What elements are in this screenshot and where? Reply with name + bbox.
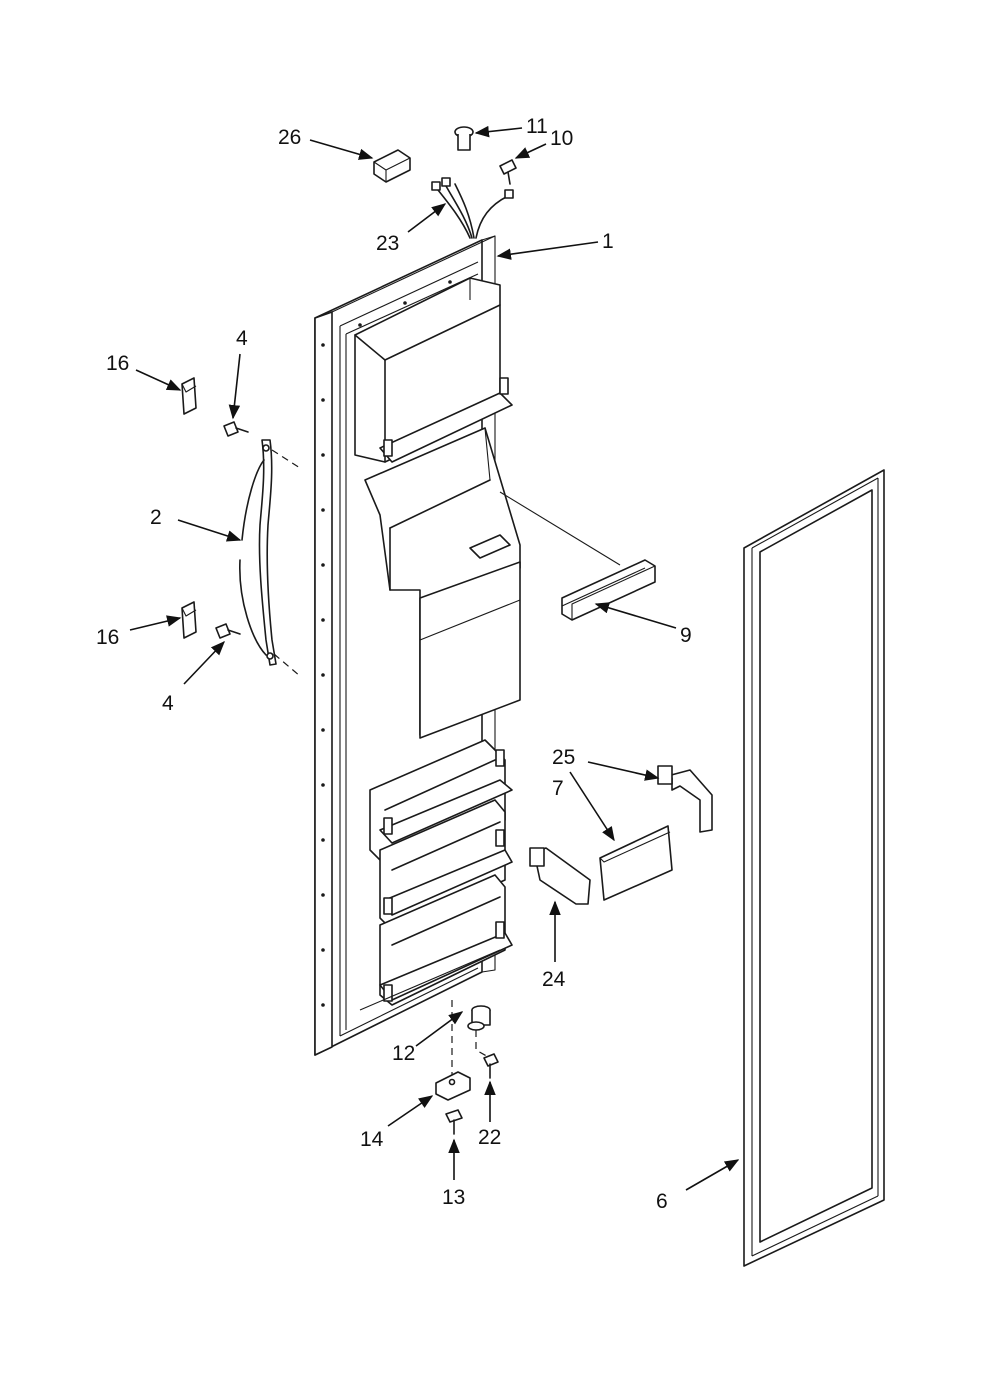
freezer-door-part (314, 235, 621, 1056)
handle-screw-bottom (215, 623, 241, 639)
callout-labels: 26 11 10 23 1 16 4 2 16 4 9 25 7 24 12 1… (96, 115, 692, 1213)
callout-1: 1 (602, 230, 614, 253)
end-cap-top (181, 377, 197, 415)
callout-16-bottom: 16 (96, 626, 119, 649)
callout-7: 7 (552, 777, 564, 800)
trim-strip-part (561, 559, 656, 621)
callout-13: 13 (442, 1186, 465, 1209)
hinge-screw-22 (483, 1053, 499, 1079)
callout-24: 24 (542, 968, 566, 991)
callout-9: 9 (680, 624, 692, 647)
callout-4-top: 4 (236, 327, 248, 350)
callout-25: 25 (552, 746, 575, 769)
handle-mount-line-top (271, 449, 301, 469)
callout-26: 26 (278, 126, 301, 149)
hinge-screw-13 (445, 1109, 463, 1135)
door-gasket-part (743, 469, 885, 1267)
screw-part-10 (499, 159, 517, 185)
callout-4-bottom: 4 (162, 692, 174, 715)
end-cap-bottom (181, 601, 197, 639)
terminal-block-part (373, 149, 411, 183)
hinge-pin-part (467, 1005, 491, 1031)
callout-2: 2 (150, 506, 162, 529)
callout-23: 23 (376, 232, 399, 255)
callout-10: 10 (550, 127, 573, 150)
callout-14: 14 (360, 1128, 384, 1151)
plug-part (454, 126, 474, 151)
callout-11: 11 (526, 115, 548, 138)
wire-harness-part (431, 177, 514, 239)
callout-16-top: 16 (106, 352, 129, 375)
door-handle-part (239, 439, 277, 666)
callout-12: 12 (392, 1042, 415, 1065)
handle-mount-line-bottom (273, 653, 301, 677)
callout-6: 6 (656, 1190, 668, 1213)
callout-arrows (129, 125, 740, 1191)
hinge-axis-line (475, 1030, 491, 1059)
bracket-part-24 (529, 847, 591, 905)
bracket-part-25 (657, 765, 713, 833)
edge-screws (321, 280, 452, 1007)
hinge-bracket-part (435, 1071, 471, 1101)
cover-part-7 (599, 825, 673, 901)
handle-screw-top (223, 421, 249, 437)
callout-22: 22 (478, 1126, 501, 1149)
